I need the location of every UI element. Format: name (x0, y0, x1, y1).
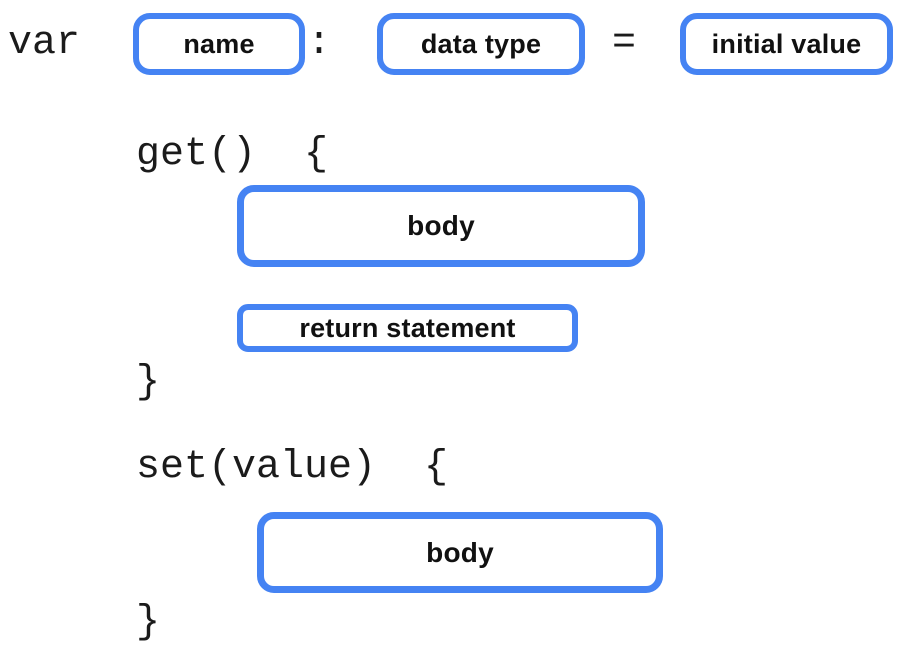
equals-sign: = (612, 21, 637, 66)
return-statement-placeholder-label: return statement (299, 312, 516, 343)
name-placeholder-label: name (183, 28, 255, 59)
data-type-placeholder-box: data type (377, 13, 585, 75)
colon-separator: : (307, 21, 332, 66)
name-placeholder-box: name (133, 13, 305, 75)
initial-value-placeholder-label: initial value (711, 28, 862, 59)
getter-header: get() { (136, 132, 329, 177)
setter-close-brace: } (136, 600, 161, 645)
return-statement-placeholder-box: return statement (237, 304, 578, 352)
data-type-placeholder-label: data type (420, 28, 542, 59)
getter-close-brace: } (136, 360, 161, 405)
getter-body-placeholder-box: body (237, 185, 645, 267)
setter-body-placeholder-box: body (257, 512, 663, 593)
setter-header: set(value) { (136, 445, 449, 490)
var-keyword: var (8, 21, 81, 66)
initial-value-placeholder-box: initial value (680, 13, 893, 75)
getter-body-placeholder-label: body (407, 210, 475, 241)
setter-body-placeholder-label: body (426, 536, 494, 568)
